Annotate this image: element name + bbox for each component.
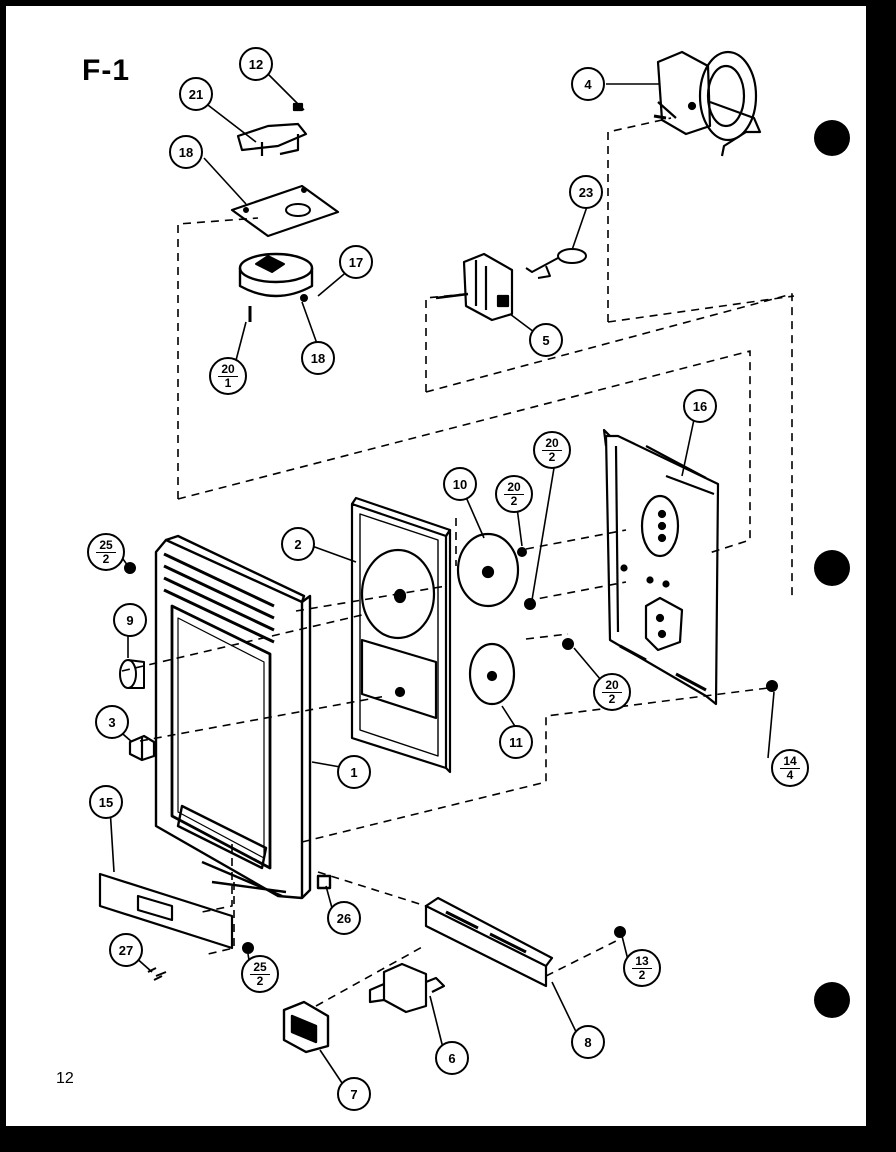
part-21-bracket xyxy=(236,102,308,156)
callout-label: 7 xyxy=(350,1086,358,1102)
callout-label: 26 xyxy=(336,910,352,926)
callout-label: 27 xyxy=(118,942,134,958)
callout-part-17: 17 xyxy=(339,245,373,279)
callout-qty: 2 xyxy=(638,967,646,982)
callout-part-5: 5 xyxy=(529,323,563,357)
callout-label: 20 xyxy=(602,678,622,693)
callout-qty: 1 xyxy=(224,375,232,390)
part-9-knob xyxy=(119,659,145,689)
punch-hole-icon xyxy=(814,982,850,1018)
part-6-switch xyxy=(368,962,446,1014)
part-1-front-housing xyxy=(154,534,332,900)
callout-label: 21 xyxy=(188,86,204,102)
callout-label: 4 xyxy=(584,76,592,92)
callout-label: 13 xyxy=(632,954,652,969)
screw-20-group xyxy=(124,547,778,954)
callout-part-9: 9 xyxy=(113,603,147,637)
figure-title: F-1 xyxy=(82,54,130,87)
callout-label: 5 xyxy=(542,332,550,348)
callout-label: 2 xyxy=(294,536,302,552)
page-number: 12 xyxy=(56,1070,74,1087)
assembly-lines xyxy=(121,117,795,1007)
callout-label: 10 xyxy=(452,476,468,492)
part-10-dial xyxy=(456,532,520,608)
callout-part-18-lower: 18 xyxy=(301,341,335,375)
leader-lines xyxy=(109,71,775,1093)
callout-label: 23 xyxy=(578,184,594,200)
callout-part-11: 11 xyxy=(499,725,533,759)
callout-label: 14 xyxy=(780,754,800,769)
callout-label: 6 xyxy=(448,1050,456,1066)
callout-part-1: 1 xyxy=(337,755,371,789)
callout-part-18: 18 xyxy=(169,135,203,169)
part-2-control-panel xyxy=(350,496,452,774)
part-4-motor xyxy=(653,50,762,157)
callout-label: 17 xyxy=(348,254,364,270)
callout-part-21: 21 xyxy=(179,77,213,111)
callout-part-26: 26 xyxy=(327,901,361,935)
callout-part-8: 8 xyxy=(571,1025,605,1059)
callout-qty: 2 xyxy=(256,973,264,988)
callout-part-23: 23 xyxy=(569,175,603,209)
callout-label: 25 xyxy=(96,538,116,553)
part-16-back-panel xyxy=(602,428,720,706)
part-3-knob xyxy=(128,734,156,762)
callout-part-7: 7 xyxy=(337,1077,371,1111)
part-23-knob xyxy=(525,248,587,279)
callout-part-27: 27 xyxy=(109,933,143,967)
callout-label: 20 xyxy=(542,436,562,451)
callout-label: 25 xyxy=(250,960,270,975)
callout-label: 11 xyxy=(509,734,523,750)
part-27-clip xyxy=(147,967,167,981)
callout-label: 9 xyxy=(126,612,134,628)
callout-part-12: 12 xyxy=(239,47,273,81)
callout-label: 15 xyxy=(98,794,114,810)
callout-label: 1 xyxy=(350,764,358,780)
callout-part-16: 16 xyxy=(683,389,717,423)
callout-qty: 2 xyxy=(102,551,110,566)
callout-part-6: 6 xyxy=(435,1041,469,1075)
callout-part-3: 3 xyxy=(95,705,129,739)
callout-qty: 2 xyxy=(510,493,518,508)
callout-label: 20 xyxy=(504,480,524,495)
part-5-switch xyxy=(435,252,514,322)
callout-label: 18 xyxy=(178,144,194,160)
callout-label: 12 xyxy=(248,56,264,72)
part-15-nameplate xyxy=(98,872,234,950)
callout-label: 16 xyxy=(692,398,708,414)
callout-part-2: 2 xyxy=(281,527,315,561)
callout-qty: 2 xyxy=(608,691,616,706)
part-8-bracket xyxy=(424,896,554,988)
callout-qty: 2 xyxy=(548,449,556,464)
callout-label: 3 xyxy=(108,714,116,730)
part-18-round-component xyxy=(238,252,314,322)
callout-part-15: 15 xyxy=(89,785,123,819)
punch-hole-icon xyxy=(814,550,850,586)
callout-label: 20 xyxy=(218,362,238,377)
punch-hole-icon xyxy=(814,120,850,156)
part-7-button xyxy=(282,1000,330,1054)
part-18-plate xyxy=(230,184,340,238)
callout-qty: 4 xyxy=(786,767,794,782)
callout-part-10: 10 xyxy=(443,467,477,501)
callout-label: 8 xyxy=(584,1034,592,1050)
part-11-dial xyxy=(468,642,516,706)
callout-label: 18 xyxy=(310,350,326,366)
callout-part-4: 4 xyxy=(571,67,605,101)
